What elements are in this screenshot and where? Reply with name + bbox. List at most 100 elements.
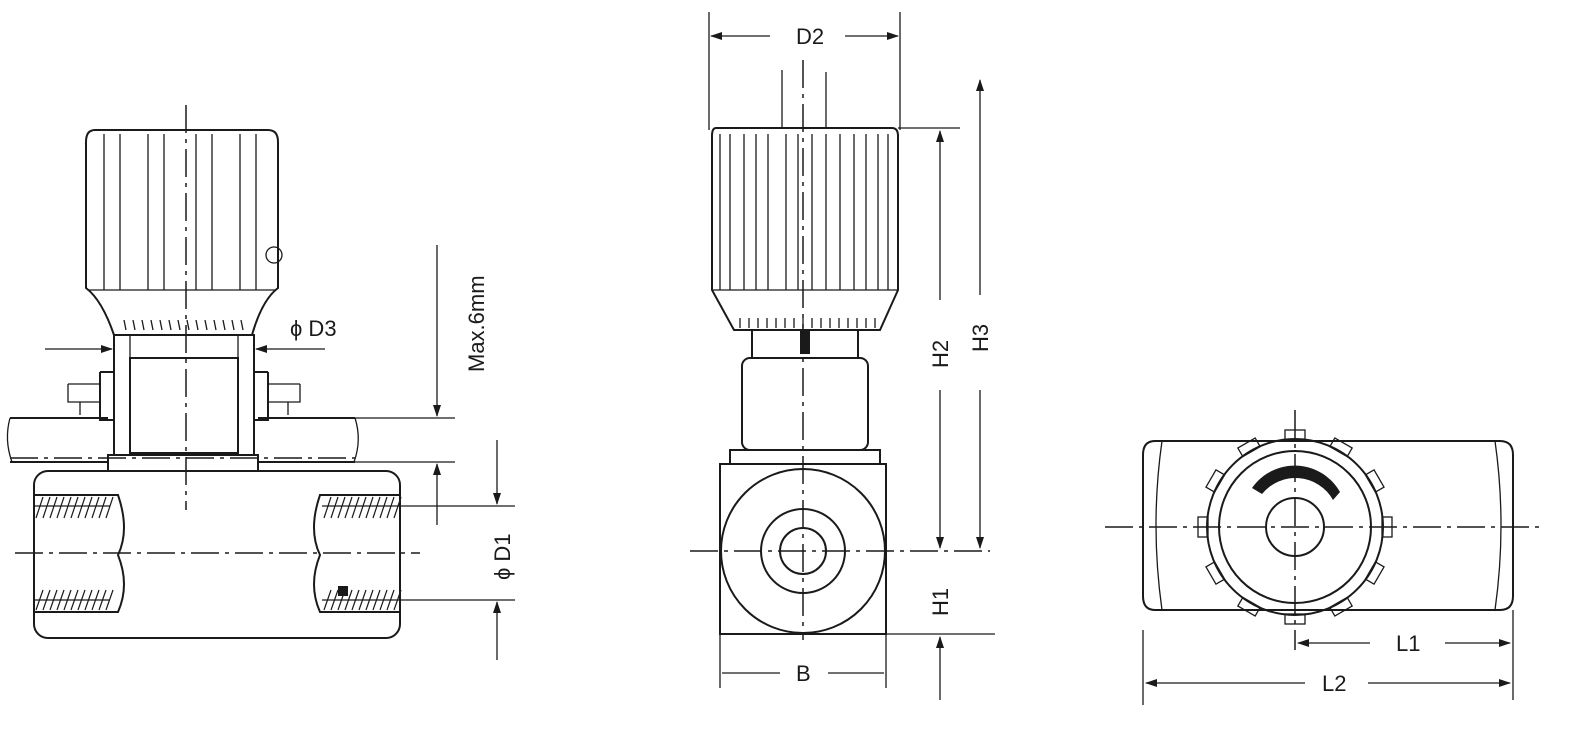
dim-l1: L1 (1297, 610, 1514, 700)
hatch-line (70, 496, 79, 519)
knurl-tick (204, 319, 208, 331)
hatch-line (372, 496, 381, 519)
knurl-tick (222, 319, 226, 331)
knurl-tick (150, 319, 154, 331)
dim-max: Max.6mm (300, 245, 489, 525)
hatch-line (330, 496, 339, 519)
hatch-line (372, 589, 381, 611)
knurl-tick (123, 319, 127, 331)
dim-max-label: Max.6mm (464, 275, 489, 372)
middle-side-view: D2 H2 H3 H1 B (690, 12, 995, 700)
dim-d1-label: ϕ D1 (490, 533, 515, 580)
dim-h1: H1 (886, 588, 995, 700)
hatch-line (379, 589, 388, 611)
dim-d3-label: ϕ D3 (290, 316, 337, 341)
left-section-view: ϕ D3 Max.6mm ϕ D1 (6, 105, 515, 660)
right-body (1142, 440, 1514, 611)
middle-bonnet (729, 329, 881, 465)
hatch-line (105, 496, 114, 519)
hatch-line (386, 496, 395, 519)
knurl-tick (141, 319, 145, 331)
knurl-tick (186, 319, 190, 331)
hatch-line (323, 496, 332, 519)
hatch-line (98, 589, 107, 611)
knob-tooth (1328, 596, 1354, 617)
hatch-line (91, 496, 100, 519)
dim-h2: H2 (898, 127, 960, 549)
hatch-line (42, 589, 51, 611)
dim-l2-label: L2 (1322, 671, 1346, 696)
hatch-line (344, 589, 353, 611)
hatch-line (70, 589, 79, 611)
dim-b: B (719, 634, 887, 688)
knurl-tick (213, 319, 217, 331)
hatch-line (84, 589, 93, 611)
right-top-view: L1 L2 (1105, 410, 1545, 705)
knurl-tick (240, 319, 244, 331)
knob-tooth (1236, 596, 1262, 617)
knurl-tick (132, 319, 136, 331)
hatch-line (330, 589, 339, 611)
knob-tooth (1364, 468, 1385, 494)
hatch-line (323, 589, 332, 611)
dim-l2: L2 (1142, 630, 1511, 705)
hatch-line (351, 496, 360, 519)
middle-body (690, 60, 990, 640)
left-knob-knurl (103, 134, 257, 331)
left-knob (85, 129, 283, 336)
hatch-line (49, 589, 58, 611)
middle-knob (711, 127, 899, 331)
hatch-line (56, 589, 65, 611)
knurl-tick (168, 319, 172, 331)
middle-knob-knurl (719, 134, 889, 328)
hatch-line (56, 496, 65, 519)
hatch-line (77, 589, 86, 611)
dim-d2-label: D2 (796, 24, 824, 49)
knurl-tick (195, 319, 199, 331)
knob-tooth (1364, 560, 1385, 586)
hatch-line (42, 496, 51, 519)
hatch-line (351, 589, 360, 611)
hatch-line (358, 589, 367, 611)
knurl-tick (231, 319, 235, 331)
hatch-line (379, 496, 388, 519)
hatch-line (105, 589, 114, 611)
hatch-line (337, 496, 346, 519)
knob-tooth (1236, 437, 1262, 458)
left-body (15, 470, 420, 639)
hatch-line (98, 496, 107, 519)
hatch-line (63, 589, 72, 611)
hatch-line (91, 589, 100, 611)
dim-h3-label: H3 (968, 324, 993, 352)
hatch-line (365, 496, 374, 519)
knob-tooth (1205, 468, 1226, 494)
left-port-hatch (35, 496, 114, 611)
hatch-line (35, 496, 44, 519)
hatch-line (84, 496, 93, 519)
dim-h2-label: H2 (928, 340, 953, 368)
dim-l1-label: L1 (1396, 631, 1420, 656)
hatch-line (77, 496, 86, 519)
hatch-line (344, 496, 353, 519)
left-bonnet (67, 334, 301, 472)
hatch-line (49, 496, 58, 519)
dim-h3: H3 (968, 79, 993, 549)
hatch-line (365, 589, 374, 611)
knurl-tick (159, 319, 163, 331)
knob-tooth (1328, 437, 1354, 458)
right-knob (1105, 410, 1545, 650)
knob-tooth (1205, 560, 1226, 586)
hatch-line (386, 589, 395, 611)
hatch-line (393, 496, 402, 519)
hatch-line (358, 496, 367, 519)
hatch-line (35, 589, 44, 611)
dim-b-label: B (796, 661, 811, 686)
dim-d1: ϕ D1 (400, 440, 515, 660)
knurl-tick (177, 319, 181, 331)
dim-d3: ϕ D3 (45, 316, 337, 353)
dim-h1-label: H1 (928, 588, 953, 616)
dim-d2: D2 (708, 12, 901, 130)
hatch-line (63, 496, 72, 519)
hatch-line (393, 589, 402, 611)
